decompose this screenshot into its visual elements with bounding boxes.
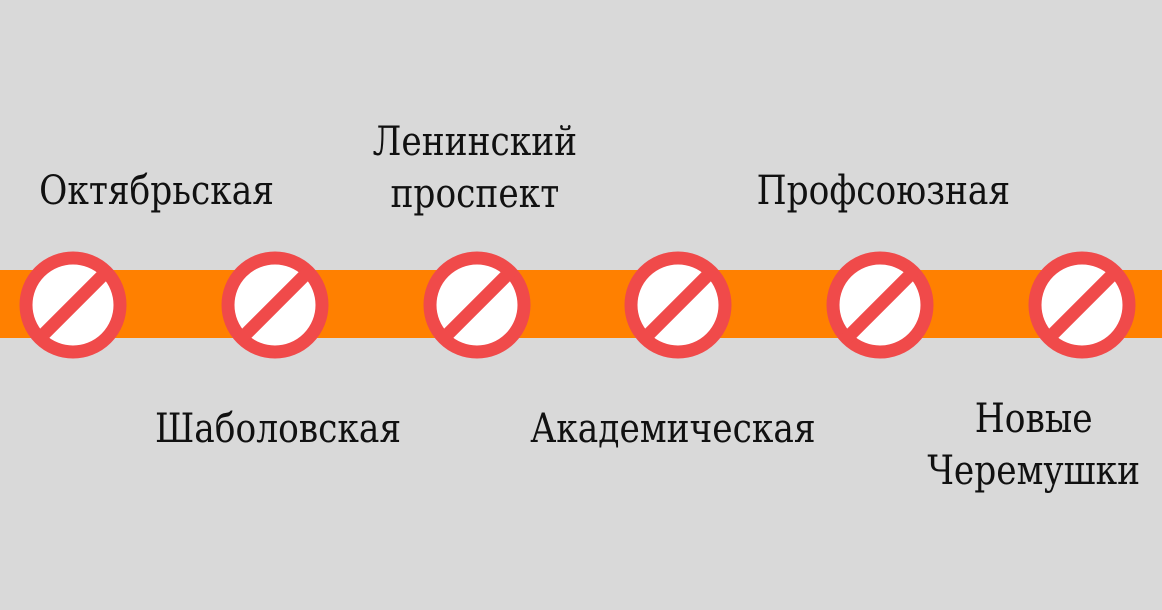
station-marker-6: [1026, 249, 1138, 361]
station-label-5: Профсоюзная: [756, 165, 1009, 217]
station-marker-1: [17, 249, 129, 361]
station-label-line: проспект: [390, 171, 560, 217]
station-marker-2: [219, 249, 331, 361]
station-marker-4: [622, 249, 734, 361]
metro-line-bar: [0, 270, 1162, 338]
sign-slash: [237, 267, 313, 343]
station-label-line: Профсоюзная: [756, 168, 1010, 214]
station-label-4: Академическая: [530, 403, 815, 455]
prohibited-sign-icon: [221, 251, 329, 359]
station-label-line: Шаболовская: [155, 406, 402, 452]
sign-slash: [1044, 267, 1120, 343]
station-label-line: Черемушки: [926, 448, 1140, 494]
prohibited-sign-icon: [1028, 251, 1136, 359]
prohibited-sign-icon: [19, 251, 127, 359]
station-label-2: Шаболовская: [155, 403, 401, 455]
station-marker-5: [824, 249, 936, 361]
prohibited-sign-icon: [826, 251, 934, 359]
sign-slash: [842, 267, 918, 343]
station-label-line: Ленинский: [372, 119, 578, 165]
station-label-line: Академическая: [530, 406, 816, 452]
station-label-6: Новые Черемушки: [927, 393, 1140, 497]
sign-slash: [640, 267, 716, 343]
prohibited-sign-icon: [624, 251, 732, 359]
station-label-1: Октябрьская: [39, 165, 274, 217]
prohibited-sign-icon: [423, 251, 531, 359]
station-label-3: Ленинский проспект: [373, 116, 577, 220]
station-marker-3: [421, 249, 533, 361]
station-label-line: Новые: [974, 396, 1093, 442]
sign-slash: [439, 267, 515, 343]
station-label-line: Октябрьская: [38, 168, 274, 214]
sign-slash: [35, 267, 111, 343]
